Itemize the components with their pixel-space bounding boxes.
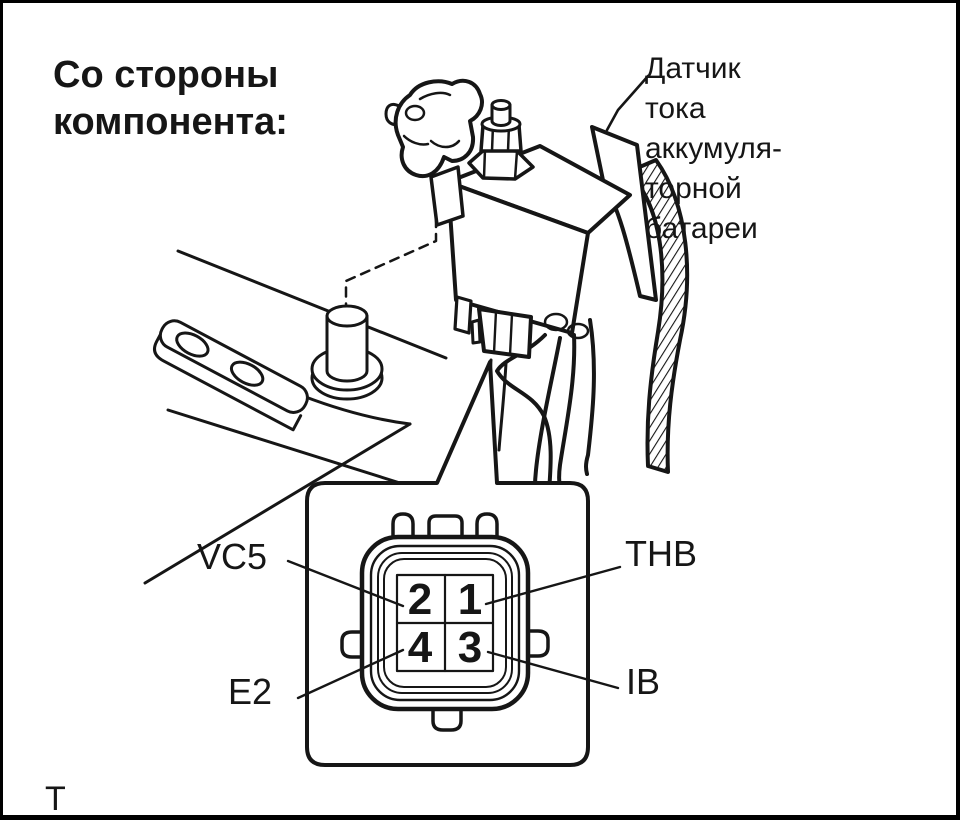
clamp-detail-1 (418, 91, 452, 101)
ring-terminal-1 (543, 312, 569, 332)
view-title-line-1: Со стороны (53, 54, 279, 96)
view-title: Со стороны компонента: (53, 52, 288, 146)
battery-terminal-post (310, 304, 384, 401)
clamp-detail-3 (402, 134, 430, 146)
battery-drawing (143, 249, 448, 585)
connector-wire-2 (497, 361, 508, 452)
clamp-detail-2 (429, 139, 461, 149)
pin-number-4: 4 (408, 623, 433, 672)
sensor-label-line-1: Датчик (645, 52, 741, 85)
bracket-hole-1 (175, 331, 210, 358)
sensor-label-line-4: торной (645, 172, 742, 205)
battery-bracket (153, 319, 309, 432)
page-footnote: Т (45, 780, 66, 818)
connector-seal-ring-1 (369, 544, 521, 702)
cable-4 (584, 318, 596, 476)
battery-front-edge (166, 408, 402, 485)
terminal-label-ib: IB (626, 661, 661, 702)
connector-seal-ring-3 (383, 558, 507, 688)
sensor-bottom-connector-step (470, 318, 482, 345)
terminal-label-vc5: VC5 (197, 536, 268, 577)
leader-thb (484, 565, 622, 606)
view-title-line-2: компонента: (53, 101, 288, 143)
nut-stud-top (490, 99, 512, 111)
leader-e2 (296, 648, 405, 700)
sensor-drawing (384, 78, 658, 359)
sensor-label-line-2: тока (645, 92, 706, 125)
battery-back-edge (176, 249, 448, 360)
nut-flange-facet-2 (513, 149, 519, 181)
sensor-label-leader (605, 74, 650, 132)
terminal-label-thb: THB (625, 533, 697, 574)
leader-vc5 (286, 559, 405, 608)
post-cylinder (325, 314, 369, 383)
sensor-label-line-5: батареи (645, 212, 758, 245)
sensor-label: Датчик тока аккумуля- торной батареи (645, 49, 782, 249)
sensor-clamp (384, 78, 484, 178)
pin-grid (395, 573, 495, 673)
connector-face: 2 1 4 3 (340, 512, 550, 732)
sensor-mount-block (429, 165, 465, 227)
nut-flange-facet-1 (482, 147, 487, 180)
leader-ib (486, 650, 620, 690)
pin-number-1: 1 (458, 575, 482, 624)
connector-seal-ring-2 (377, 552, 513, 694)
sensor-bottom-connector (477, 307, 533, 359)
sensor-foot (453, 295, 473, 335)
cable-1 (495, 333, 553, 494)
mounting-dashed-line (344, 184, 438, 308)
connector-tab-bottom (431, 706, 463, 732)
terminal-leader-lines (286, 559, 622, 700)
terminal-label-e2: E2 (228, 671, 273, 712)
pin-number-2: 2 (408, 575, 432, 624)
post-top (325, 304, 369, 328)
clamp-detail-hole (404, 104, 426, 122)
sensor-body-front-face (446, 180, 590, 335)
ring-terminal-2 (566, 322, 590, 340)
sensor-nut (467, 99, 535, 181)
pin-number-3: 3 (458, 623, 482, 672)
hatched-cable (626, 158, 690, 474)
sensor-label-line-3: аккумуля- (645, 132, 782, 165)
bottom-connector-detail-1 (492, 309, 498, 355)
battery-bracket-to-post-edge (301, 394, 412, 426)
bottom-connector-detail-2 (508, 312, 514, 357)
battery-left-edge (143, 422, 412, 585)
bracket-hole-2 (229, 360, 265, 387)
clamp-body (393, 78, 484, 178)
